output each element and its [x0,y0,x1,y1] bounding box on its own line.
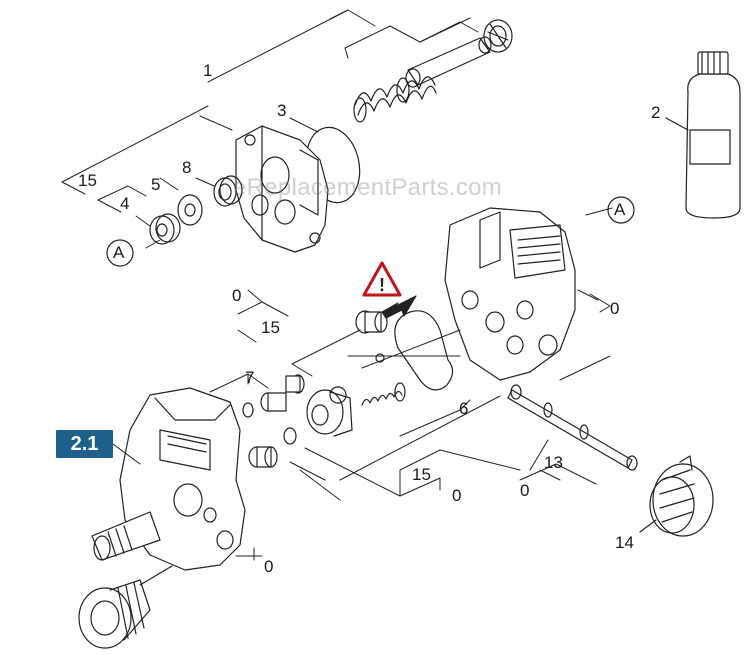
seal-ring [394,310,454,391]
label-part-3: 3 [277,101,287,120]
pump-body [91,387,246,571]
label-part-5: 5 [151,175,161,194]
swash-plate-housing [235,125,329,253]
label-part-4: 4 [120,194,130,213]
label-part-7: 7 [245,368,255,387]
label-part-1: 1 [203,61,213,80]
callout-badge: 2.1 [56,430,113,458]
piston-shaft [405,19,513,88]
pump-head [444,207,576,381]
leader-lines [112,289,611,561]
label-part-14: 14 [615,533,634,552]
bearing [213,175,243,207]
small-spring [361,382,406,406]
label-zero-bottom: 0 [264,557,274,576]
bypass-tube [507,384,638,471]
ref-circle-a-right [607,196,635,224]
label-zero-right: 0 [610,299,620,318]
label-part-15-top: 15 [78,171,97,190]
label-part-8: 8 [182,158,192,177]
label-part-15-low: 15 [412,465,431,484]
ref-label-a-right: A [614,200,626,219]
ref-circle-a-left [106,239,134,267]
ref-label-a-left: A [113,243,125,262]
valve-body [306,386,353,437]
pressure-knob [639,455,714,537]
label-part-15-mid: 15 [261,318,280,337]
svg-text:!: ! [379,275,385,295]
adjuster-rod [242,374,305,418]
label-part-6: 6 [459,399,469,418]
label-zero-13: 0 [520,481,530,500]
oil-bottle [665,51,741,219]
label-zero-low: 0 [452,486,462,505]
label-part-2: 2 [651,103,661,122]
watermark: eReplacementParts.com [233,174,503,201]
gear [149,213,181,245]
washer [177,194,203,226]
hose-coupler [78,565,173,649]
bracket-lines [61,9,613,249]
o-ring-small [283,427,297,445]
warning-triangle-icon: ! [362,261,402,297]
plug [248,446,278,468]
valve-insert [355,310,388,363]
arrow-icon [381,295,417,319]
label-part-13: 13 [544,453,563,472]
spring [353,76,437,123]
label-zero-mid: 0 [232,286,242,305]
